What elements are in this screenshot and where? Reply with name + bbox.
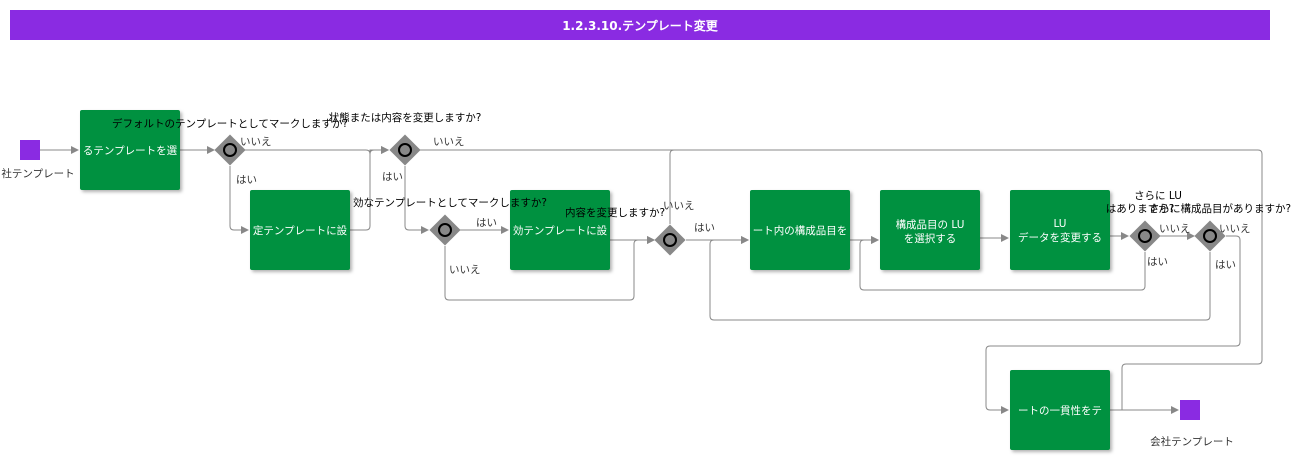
edge-g4-merge-no <box>669 149 700 224</box>
edge-g6-t4-yes <box>709 236 1211 321</box>
task-label: ートの一貫性をテ <box>1018 404 1102 417</box>
gateway-default-template[interactable] <box>214 134 246 166</box>
task-label: ート内の構成品目を <box>753 224 848 237</box>
flow-label-yes: はい <box>236 174 257 186</box>
task-label-line2: を選択する <box>904 232 957 245</box>
start-event[interactable] <box>20 140 40 160</box>
gateway-more-lu[interactable] <box>1129 220 1161 252</box>
diagram-title: 1.2.3.10.テンプレート変更 <box>10 10 1270 40</box>
flow-label-no: いいえ <box>449 264 481 276</box>
flow-label-no: いいえ <box>433 136 465 148</box>
task-label-line1: 構成品目の LU <box>896 218 965 231</box>
flow-label-no: いいえ <box>663 200 695 212</box>
task-select-lu[interactable]: 構成品目の LU を選択する <box>880 190 980 270</box>
edge-g5-t5-yes <box>859 236 1146 291</box>
gateway-change-content[interactable] <box>654 224 686 256</box>
flow-label-yes: はい <box>476 217 497 229</box>
flow-label-yes: はい <box>694 222 715 234</box>
gateway-question: 効なテンプレートとしてマークしますか? <box>353 196 547 209</box>
start-event-label: 社テンプレート <box>1 167 74 180</box>
gateway-question-line1: さらに LU <box>1134 190 1182 202</box>
flow-label-yes: はい <box>1147 256 1168 268</box>
task-label: 定テンプレートに設 <box>253 224 348 237</box>
gateway-question: 状態または内容を変更しますか? <box>329 111 482 124</box>
task-test-consistency[interactable]: ートの一貫性をテ <box>1010 370 1110 450</box>
gateway-change-state[interactable] <box>389 134 421 166</box>
task-select-item[interactable]: ート内の構成品目を <box>750 190 850 270</box>
edge-g2-g3-yes <box>404 166 429 234</box>
gateway-question: デフォルトのテンプレートとしてマークしますか? <box>112 117 348 130</box>
flow-edges <box>40 146 1263 414</box>
task-change-lu-data[interactable]: LU データを変更する <box>1010 190 1110 270</box>
task-label-line1: LU <box>1053 218 1066 230</box>
end-event-label: 会社テンプレート <box>1150 435 1234 448</box>
flow-label-yes: はい <box>1215 259 1236 271</box>
edge-g1-t2-yes <box>229 166 249 234</box>
flow-label-no: いいえ <box>1219 223 1251 235</box>
gateway-valid-template[interactable] <box>429 214 461 246</box>
edge-g6-t7-no <box>985 235 1241 414</box>
task-label-line2: データを変更する <box>1018 231 1102 244</box>
task-set-valid-template[interactable]: 効テンプレートに設 <box>510 190 610 270</box>
edge-g2-end-no <box>420 149 1263 410</box>
edge-t2-g2 <box>350 146 389 231</box>
task-label: 効テンプレートに設 <box>513 224 608 237</box>
end-event[interactable] <box>1180 400 1200 420</box>
gateway-question-line2: はありますか? <box>1106 203 1175 215</box>
gateway-question: 内容を変更しますか? <box>565 206 665 219</box>
flow-label-no: いいえ <box>1159 223 1191 235</box>
task-set-default-template[interactable]: 定テンプレートに設 <box>250 190 350 270</box>
gateway-question: さらに構成品目がありますか? <box>1149 202 1291 215</box>
task-select-template[interactable]: るテンプレートを選 <box>80 110 180 190</box>
flow-label-yes: はい <box>382 171 403 183</box>
edge-g1-g2-no <box>244 146 389 155</box>
task-label: るテンプレートを選 <box>83 144 178 157</box>
flow-label-no: いいえ <box>240 136 272 148</box>
edge-g3-g4-no <box>444 236 655 301</box>
